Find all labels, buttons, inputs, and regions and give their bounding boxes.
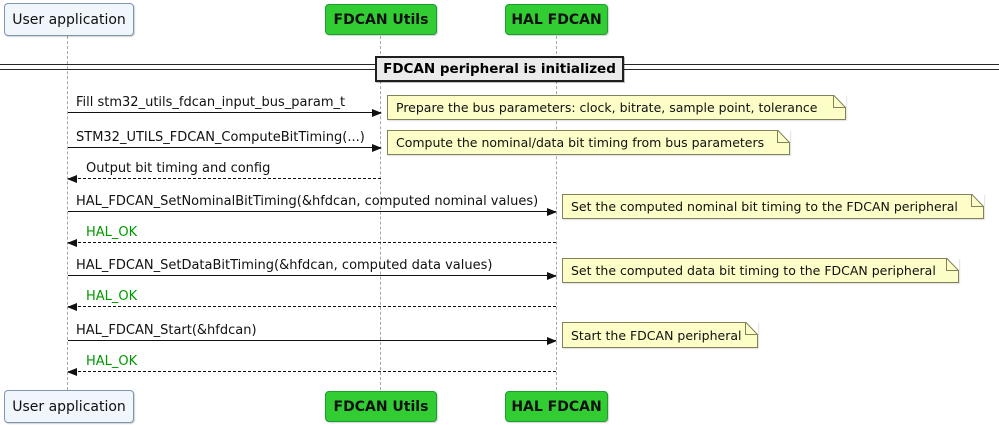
arrowhead-icon	[67, 239, 77, 247]
arrowhead-icon	[547, 208, 557, 216]
note-prepare-bus-parameters: Prepare the bus parameters: clock, bitra…	[387, 95, 846, 120]
note-fold-icon	[971, 194, 984, 207]
note-fold-icon	[777, 130, 790, 143]
message-label: Fill stm32_utils_fdcan_input_bus_param_t	[76, 95, 346, 110]
message-label: HAL_FDCAN_SetNominalBitTiming(&hfdcan, c…	[76, 194, 539, 209]
note-start-fdcan: Start the FDCAN peripheral	[562, 322, 758, 348]
message-label: HAL_OK	[86, 289, 138, 304]
message-hal-ok-1: HAL_OK	[67, 225, 556, 247]
note-text: Prepare the bus parameters: clock, bitra…	[396, 100, 818, 115]
note-text: Set the computed nominal bit timing to t…	[571, 199, 958, 214]
message-line	[68, 242, 556, 243]
message-line	[68, 178, 381, 179]
message-fill-bus-param: Fill stm32_utils_fdcan_input_bus_param_t	[68, 95, 382, 117]
lifeline-user-application	[67, 36, 68, 390]
participant-fdcan-utils-bottom: FDCAN Utils	[325, 391, 437, 422]
message-hal-ok-2: HAL_OK	[67, 289, 556, 311]
message-hal-ok-3: HAL_OK	[67, 354, 556, 376]
message-set-data-bit-timing: HAL_FDCAN_SetDataBitTiming(&hfdcan, comp…	[68, 258, 557, 280]
note-fold-icon	[833, 95, 846, 108]
arrowhead-icon	[67, 303, 77, 311]
participant-hal-fdcan-bottom: HAL FDCAN	[505, 391, 608, 422]
note-text: Compute the nominal/data bit timing from…	[396, 135, 765, 150]
message-label: HAL_OK	[86, 225, 138, 240]
arrowhead-icon	[67, 175, 77, 183]
participant-user-application-bottom: User application	[4, 390, 134, 423]
note-compute-bit-timing: Compute the nominal/data bit timing from…	[387, 130, 790, 155]
participant-fdcan-utils-top: FDCAN Utils	[325, 4, 437, 35]
message-fdcan-start: HAL_FDCAN_Start(&hfdcan)	[68, 323, 557, 345]
message-line	[68, 211, 556, 212]
message-line	[68, 147, 381, 148]
message-line	[68, 371, 556, 372]
lifeline-fdcan-utils	[380, 36, 381, 390]
message-label: HAL_OK	[86, 354, 138, 369]
message-line	[68, 340, 556, 341]
arrowhead-icon	[372, 144, 382, 152]
note-set-data-bit-timing: Set the computed data bit timing to the …	[562, 258, 959, 283]
arrowhead-icon	[547, 272, 557, 280]
arrowhead-icon	[372, 109, 382, 117]
note-text: Start the FDCAN peripheral	[571, 327, 742, 343]
message-set-nominal-bit-timing: HAL_FDCAN_SetNominalBitTiming(&hfdcan, c…	[68, 194, 557, 216]
note-set-nominal-bit-timing: Set the computed nominal bit timing to t…	[562, 194, 984, 219]
message-line	[68, 306, 556, 307]
note-fold-icon	[745, 322, 758, 335]
divider-label: FDCAN peripheral is initialized	[375, 56, 624, 82]
message-label: Output bit timing and config	[86, 161, 271, 176]
message-label: STM32_UTILS_FDCAN_ComputeBitTiming(...)	[76, 130, 365, 145]
note-text: Set the computed data bit timing to the …	[571, 263, 936, 278]
message-line	[68, 112, 381, 113]
message-compute-bit-timing: STM32_UTILS_FDCAN_ComputeBitTiming(...)	[68, 130, 382, 152]
message-label: HAL_FDCAN_Start(&hfdcan)	[76, 323, 257, 338]
participant-user-application-top: User application	[4, 3, 134, 36]
arrowhead-icon	[547, 337, 557, 345]
arrowhead-icon	[67, 368, 77, 376]
note-fold-icon	[946, 258, 959, 271]
message-label: HAL_FDCAN_SetDataBitTiming(&hfdcan, comp…	[76, 258, 493, 273]
message-line	[68, 275, 556, 276]
participant-hal-fdcan-top: HAL FDCAN	[505, 4, 608, 35]
message-output-bit-timing: Output bit timing and config	[67, 161, 381, 183]
